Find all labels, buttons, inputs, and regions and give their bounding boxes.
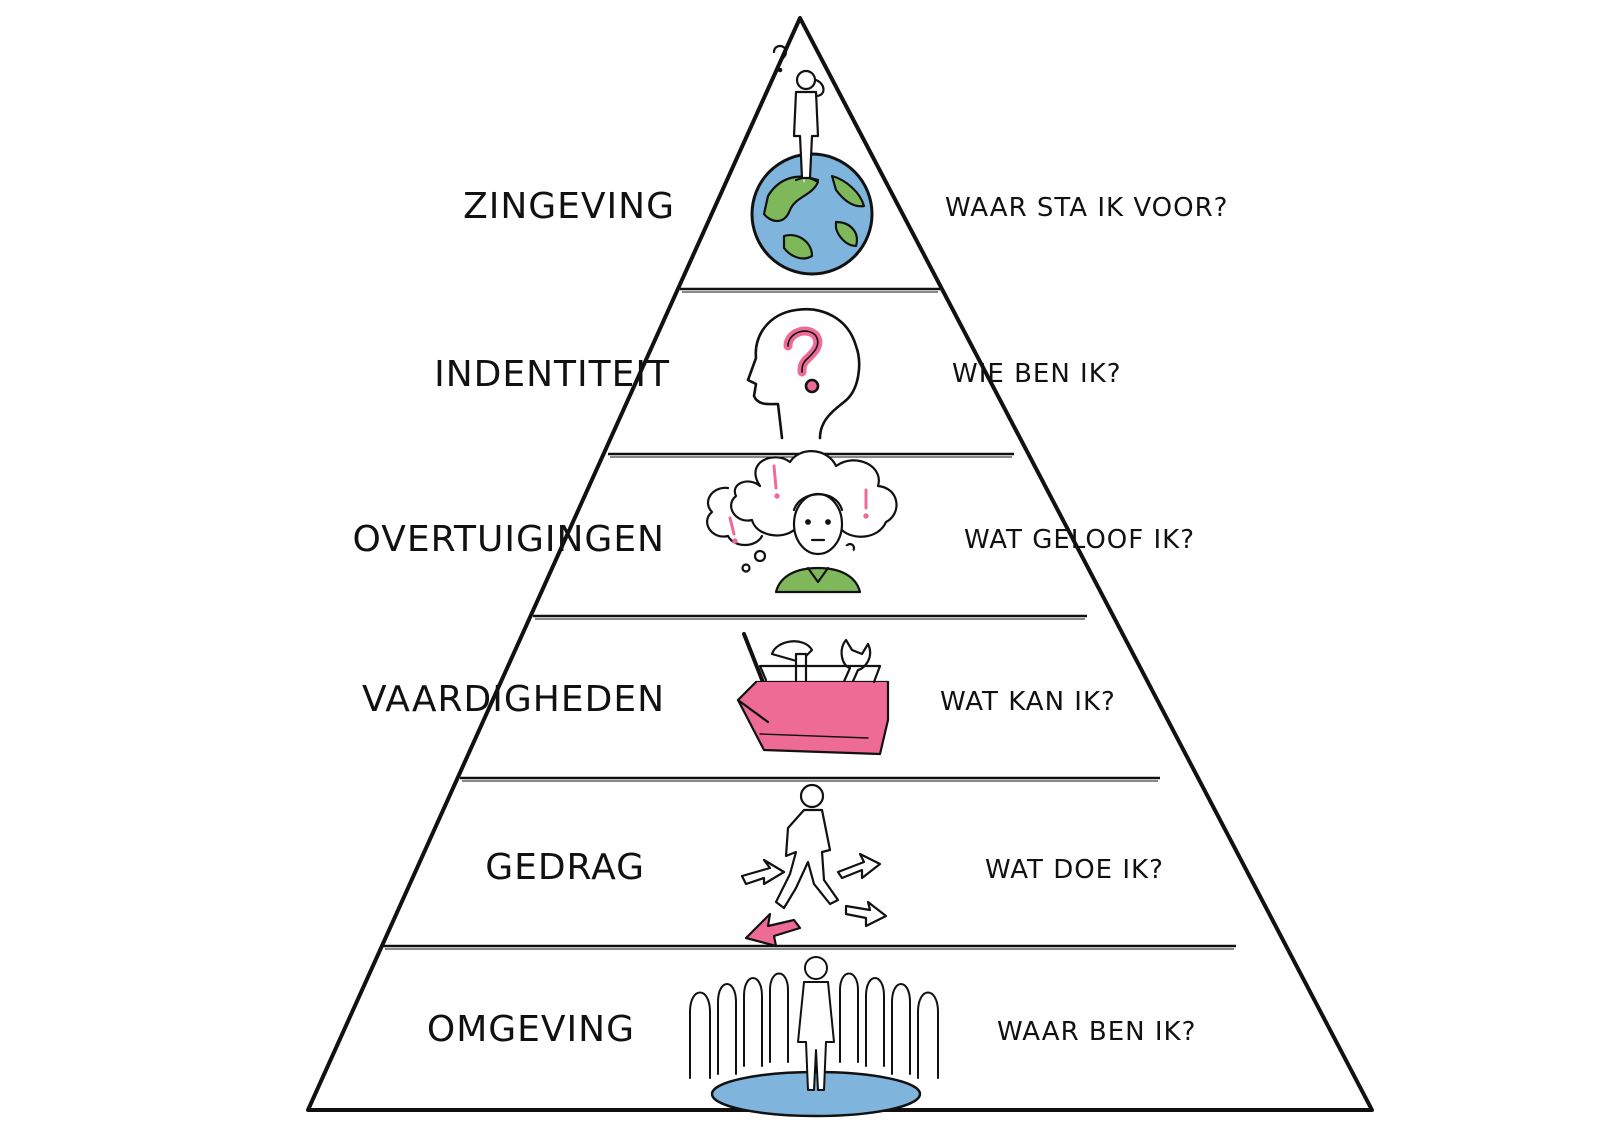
divider-4 [460,776,1160,782]
toolbox-icon [736,632,890,756]
level-question-overtuigingen: WAT GELOOF IK? [964,525,1196,555]
divider-5 [383,944,1236,950]
level-name-gedrag: GEDRAG [485,847,645,888]
level-name-overtuigingen: OVERTUIGINGEN [352,519,665,560]
level-name-omgeving: OMGEVING [426,1009,635,1050]
level-question-indentiteit: WIE BEN IK? [952,359,1122,389]
level-question-gedrag: WAT DOE IK? [985,855,1164,885]
level-question-zingeving: WAAR STA IK VOOR? [945,193,1229,223]
level-question-vaardigheden: WAT KAN IK? [940,687,1116,717]
level-name-indentiteit: INDENTITEIT [434,354,670,395]
person-on-globe-icon [750,44,874,276]
crowd-icon [689,956,939,1118]
head-question-mark-icon [746,307,861,440]
thinking-person-icon [706,450,898,594]
level-name-vaardigheden: VAARDIGHEDEN [361,679,665,720]
divider-1 [680,287,940,293]
level-question-omgeving: WAAR BEN IK? [997,1017,1197,1047]
divider-3 [533,614,1087,620]
level-name-zingeving: ZINGEVING [463,186,675,227]
walking-person-arrows-icon [740,783,888,948]
